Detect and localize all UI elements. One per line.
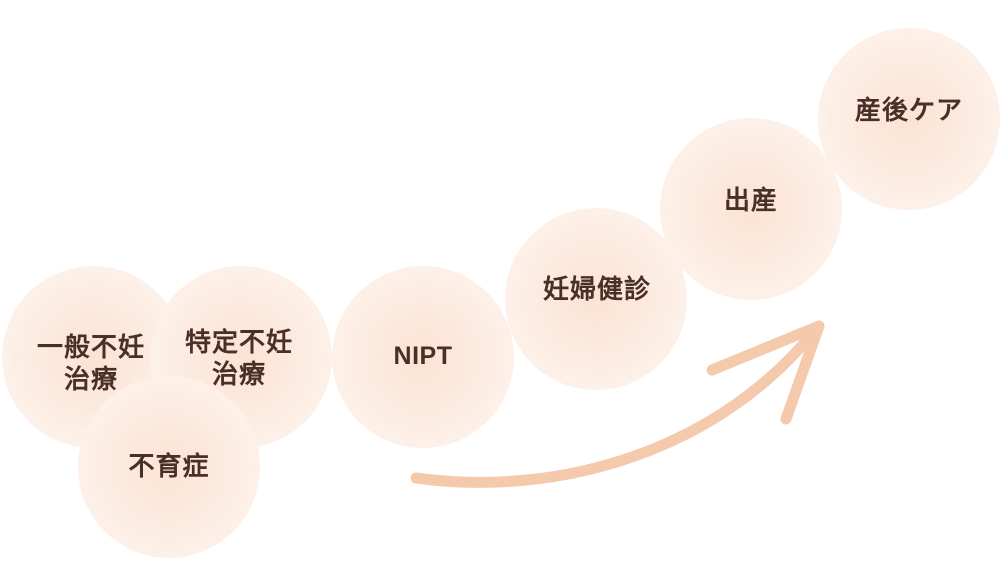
step-label: 特定不妊 治療 — [184, 328, 293, 390]
arrow-head — [706, 320, 825, 425]
step-childbirth: 出産 — [660, 118, 842, 300]
step-postnatal-care: 産後ケア — [818, 28, 1000, 210]
step-label: 出産 — [723, 186, 778, 216]
step-label: 一般不妊 治療 — [36, 333, 145, 395]
step-label: NIPT — [393, 342, 453, 370]
arrow-shaft — [410, 322, 823, 488]
step-label: 不育症 — [128, 452, 210, 482]
step-nipt: NIPT — [332, 266, 514, 448]
step-label: 産後ケア — [854, 96, 963, 126]
step-recurrent-pregnancy-loss: 不育症 — [78, 376, 260, 558]
step-label: 妊婦健診 — [542, 275, 651, 305]
step-prenatal-checkup: 妊婦健診 — [505, 208, 687, 390]
